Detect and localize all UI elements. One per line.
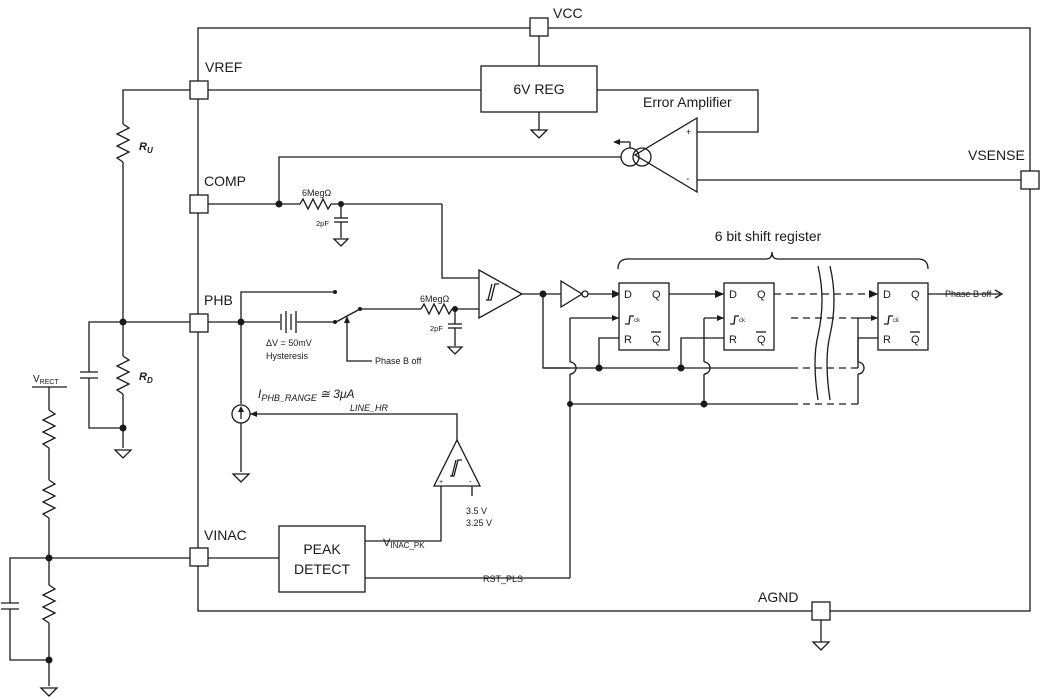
ground-symbol <box>446 346 464 355</box>
phb-range-label: IPHB_RANGE≅ 3μA <box>258 387 355 403</box>
inverter <box>560 279 621 309</box>
phb-range-current-source: IPHB_RANGE≅ 3μA <box>231 322 355 472</box>
shift-chain-data: Phase B off <box>669 289 1004 299</box>
peak-detect: PEAK DETECT VINAC_PK RST_PLS <box>208 525 570 593</box>
ff6-r: R <box>883 334 891 346</box>
junction-dot <box>700 400 708 408</box>
error-amp-label: Error Amplifier <box>643 94 732 110</box>
phase-b-off-output-label: Phase B off <box>945 289 992 299</box>
ff2-d: D <box>729 289 737 301</box>
peak-detect-line2: DETECT <box>294 561 350 577</box>
pin-vcc: VCC <box>529 5 583 37</box>
resistor-rd: RD <box>115 322 153 448</box>
threshold-low-label: 3.25 V <box>466 518 492 528</box>
ff2-q: Q <box>757 289 766 301</box>
junction-dot <box>275 200 283 208</box>
pin-vref-label: VREF <box>205 59 242 75</box>
ground-symbol <box>39 687 59 697</box>
capacitor-phb-filter <box>80 321 123 429</box>
pin-agnd: AGND <box>758 589 831 621</box>
pin-agnd-label: AGND <box>758 589 798 605</box>
r-phb-label: 6MegΩ <box>420 294 450 304</box>
transconductance-source <box>278 139 652 204</box>
junction-dot <box>595 364 603 372</box>
ff2-qbar: Q <box>757 334 766 346</box>
pin-vinac: VINAC <box>189 527 247 567</box>
pin-vsense-label: VSENSE <box>968 147 1025 163</box>
ground-symbol <box>231 473 251 483</box>
junction-dot <box>338 201 344 207</box>
peak-detect-line1: PEAK <box>303 541 341 557</box>
junction-dot <box>677 364 685 372</box>
line-hr-label: LINE_HR <box>350 403 389 413</box>
ff6-q: Q <box>911 289 920 301</box>
rst-pls-label: RST_PLS <box>483 574 523 584</box>
ground-symbol <box>529 129 549 139</box>
hyst-label: Hysteresis <box>266 351 309 361</box>
line-comparator: + - 3.5 V 3.25 V <box>365 438 492 542</box>
error-amp-plus: + <box>686 127 691 137</box>
phase-b-off-switch-label: Phase B off <box>375 356 422 366</box>
threshold-high-label: 3.5 V <box>466 506 487 516</box>
error-amp-minus: - <box>686 174 689 185</box>
junction-dot <box>119 424 127 432</box>
ff6-d: D <box>883 289 891 301</box>
flip-flop-1: D Q R Q ck <box>618 282 670 351</box>
junction-dot <box>567 401 573 407</box>
ff1-d: D <box>624 289 632 301</box>
junction-dot <box>45 656 53 664</box>
vinac-pk-label: VINAC_PK <box>383 537 425 550</box>
agnd-ground <box>811 620 831 651</box>
pin-phb: PHB <box>189 292 233 333</box>
error-amplifier: + - Error Amplifier <box>597 89 1021 194</box>
ff6-qbar: Q <box>911 334 920 346</box>
reset-network <box>543 337 878 369</box>
phb-rc-filter: 6MegΩ 2pF <box>420 294 479 346</box>
ff2-r: R <box>729 334 737 346</box>
ru-label: RU <box>139 141 153 155</box>
ff1-qbar: Q <box>652 334 661 346</box>
ff1-q: Q <box>652 289 661 301</box>
pin-vcc-label: VCC <box>553 5 583 21</box>
pin-comp-label: COMP <box>204 173 246 189</box>
pin-phb-label: PHB <box>204 292 233 308</box>
r-comp-label: 6MegΩ <box>302 188 332 198</box>
line-comp-minus: - <box>469 477 472 486</box>
shift-register-brace <box>617 251 929 270</box>
regulator-label: 6V REG <box>513 81 564 97</box>
line-comp-plus: + <box>439 479 443 486</box>
ff1-ck: ck <box>634 318 641 324</box>
flip-flop-6: D Q R Q ck <box>877 282 929 351</box>
phase-b-switch: Phase B off <box>240 290 422 366</box>
vrect-label: VRECT <box>33 374 59 386</box>
ff1-r: R <box>624 334 632 346</box>
junction-dot <box>452 306 458 312</box>
hysteresis-source: ΔV = 50mV Hysteresis <box>208 311 335 361</box>
vrect-divider: VRECT <box>1 374 190 686</box>
rd-label: RD <box>139 371 153 385</box>
ff2-ck: ck <box>739 318 746 324</box>
resistor-ru: RU <box>115 89 190 322</box>
c-comp-label: 2pF <box>316 219 329 228</box>
ground-symbol <box>332 238 350 247</box>
line-hr-signal: LINE_HR <box>250 403 458 440</box>
pin-vinac-label: VINAC <box>204 527 247 543</box>
ff6-ck: ck <box>893 318 900 324</box>
regulator-6v: 6V REG <box>208 36 598 130</box>
clock-network <box>542 294 878 578</box>
hyst-voltage-label: ΔV = 50mV <box>266 338 312 348</box>
ground-symbol <box>113 449 133 459</box>
junction-dot <box>45 554 53 562</box>
shift-register-label: 6 bit shift register <box>715 228 822 244</box>
c-phb-label: 2pF <box>430 324 443 333</box>
pin-vsense: VSENSE <box>968 147 1040 190</box>
comp-rc-filter: 6MegΩ 2pF <box>208 188 442 238</box>
pin-comp: COMP <box>189 173 246 214</box>
flip-flop-2: D Q R Q ck <box>723 282 775 351</box>
phb-comparator <box>441 204 561 320</box>
shift-register-break <box>814 265 835 401</box>
